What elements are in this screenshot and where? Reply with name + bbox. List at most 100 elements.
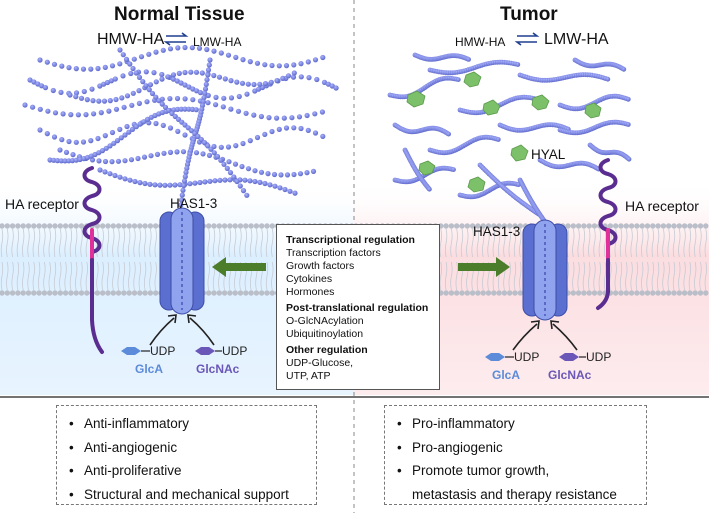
normal-outcomes-box: Anti-inflammatory Anti-angiogenic Anti-p…	[56, 405, 317, 507]
lipid-tail	[133, 228, 136, 258]
lipid-head	[671, 223, 677, 229]
ha-bead	[298, 61, 304, 67]
ha-bead	[205, 100, 211, 106]
lipid-head	[25, 223, 32, 229]
ha-bead	[66, 138, 72, 145]
equilibrium-arrows-tumor	[514, 32, 540, 46]
ha-bead	[102, 64, 108, 70]
lipid-head	[671, 290, 677, 296]
lipid-tail	[117, 261, 120, 291]
ha-bead	[47, 157, 53, 163]
lipid-tail	[80, 261, 83, 291]
lipid-tail	[471, 228, 474, 258]
ha-bead	[122, 158, 128, 164]
lipid-tail	[212, 228, 216, 258]
ha-bead	[96, 158, 102, 164]
normal-tissue-title: Normal Tissue	[114, 4, 245, 25]
normal-ha-network	[22, 44, 339, 208]
normal-udp-glcnac: UDP	[222, 344, 248, 358]
ha-bead	[247, 178, 253, 184]
ha-bead	[189, 106, 196, 112]
ha-bead	[117, 174, 123, 180]
normal-glca-label: GlcA	[135, 362, 164, 376]
lipid-head	[448, 290, 455, 296]
normal-udp-glca: UDP	[150, 344, 176, 358]
lipid-head	[644, 290, 651, 296]
lipid-head	[110, 223, 117, 229]
lipid-head	[20, 290, 26, 296]
ha-bead	[277, 185, 283, 191]
lipid-tail	[133, 261, 136, 291]
ha-bead	[167, 46, 174, 52]
ha-bead	[262, 180, 268, 187]
ha-bead	[129, 102, 135, 108]
ha-bead	[211, 150, 217, 156]
ha-bead	[291, 70, 297, 76]
lipid-head	[68, 290, 74, 296]
lipid-head	[607, 223, 614, 229]
ha-bead	[213, 94, 219, 100]
ha-bead	[204, 46, 210, 53]
ha-bead	[160, 122, 166, 128]
lipid-tail	[508, 261, 511, 291]
ha-bead	[205, 72, 211, 78]
substrate-arrows-tumor	[512, 320, 578, 351]
lipid-tail	[651, 261, 654, 291]
lipid-tail	[519, 228, 522, 258]
lipid-head	[517, 223, 523, 229]
ha-bead	[157, 182, 163, 188]
ha-receptor-normal	[82, 166, 104, 354]
lipid-tail	[48, 228, 51, 258]
ha-bead	[251, 81, 257, 88]
lipid-head	[41, 223, 48, 229]
ha-bead	[136, 74, 143, 80]
ha-bead	[268, 79, 274, 85]
ha-bead	[73, 139, 79, 145]
ha-bead	[103, 145, 109, 151]
ha-bead	[88, 66, 94, 72]
lipid-head	[480, 290, 486, 296]
lipid-head	[517, 290, 523, 296]
ha-bead	[212, 178, 218, 184]
lipid-head	[644, 223, 651, 229]
regulation-item: Growth factors	[286, 260, 355, 272]
ha-bead	[269, 62, 275, 69]
lipid-tail	[106, 261, 110, 291]
ha-bead	[175, 45, 181, 51]
lipid-head	[206, 290, 212, 296]
ha-bead	[141, 154, 148, 160]
ha-bead	[78, 95, 85, 101]
ha-bead	[122, 176, 128, 182]
lipid-head	[650, 290, 656, 296]
lipid-head	[15, 290, 21, 296]
lipid-tail	[572, 228, 575, 258]
lipid-head	[464, 290, 470, 296]
ha-bead	[265, 171, 271, 177]
lipid-head	[57, 223, 63, 229]
lipid-head	[147, 223, 154, 229]
outcome-item: Anti-angiogenic	[67, 436, 306, 460]
lipid-tail	[122, 228, 126, 258]
lipid-tail	[688, 261, 692, 291]
ha-bead	[228, 78, 234, 84]
lipid-head	[221, 223, 228, 229]
lipid-tail	[641, 261, 644, 291]
lipid-head	[613, 290, 619, 296]
ha-bead	[104, 79, 111, 86]
ha-bead	[202, 179, 208, 185]
lipid-head	[31, 290, 37, 296]
lipid-head	[628, 290, 635, 296]
lipid-tail	[59, 228, 62, 258]
regulation-item: Ubiquitinoylation	[286, 328, 364, 340]
ha-bead	[167, 96, 173, 102]
lipid-head	[475, 290, 481, 296]
lipid-head	[628, 223, 635, 229]
ha-bead	[495, 137, 501, 142]
post-translational-heading: Post-translational regulation	[286, 302, 429, 314]
lipid-head	[676, 223, 682, 229]
outcome-item: Structural and mechanical support	[67, 483, 306, 507]
lipid-tail	[625, 228, 628, 258]
lipid-tail	[694, 228, 697, 258]
ha-bead	[285, 73, 292, 79]
ha-bead	[108, 78, 114, 84]
